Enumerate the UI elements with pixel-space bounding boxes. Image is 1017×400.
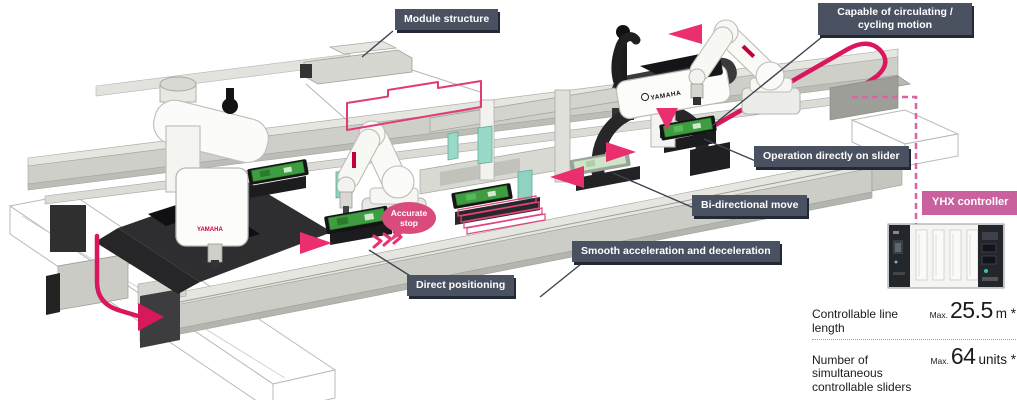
callout-operation-slider: Operation directly on slider [754,146,909,168]
callout-bidirectional: Bi-directional move [692,195,808,217]
callout-direct-positioning: Direct positioning [407,275,515,297]
spec-max-prefix: Max. [929,310,948,320]
leader-lines [361,30,823,298]
accurate-stop-badge: Accurate stop [382,202,436,243]
leader-smooth [539,263,582,298]
spec-row-line-length: Controllable line length Max. 25.5 m * [812,294,1016,339]
spec-number: 64 [950,342,976,369]
flow-arrow-right-left-track [300,232,332,254]
rail-end-block-back-left [50,205,86,252]
module-structure-highlight [346,80,482,131]
brand-logo-left: YAMAHA [197,227,223,233]
pcb-pallet-right [659,115,717,141]
leader-bidirectional [612,172,695,209]
pcb-pallet-back-left [247,159,309,185]
pcb-pallet-center [451,183,513,209]
flow-arrow-right-middle [606,142,636,162]
callout-module-structure: Module structure [395,9,499,31]
leader-circulating [711,36,823,127]
slider-highlight-stack [457,195,546,235]
circulation-path-right [709,41,888,130]
flow-arrow-down-pick [656,108,678,130]
spec-unit: m * [995,306,1016,321]
yhx-controller-image [887,223,1005,289]
floating-module [300,40,481,123]
leader-module-structure [361,30,394,58]
spec-number: 25.5 [949,297,993,323]
spec-unit: units * [978,351,1016,367]
flow-arrow-left-middle [550,166,584,188]
leader-direct-positioning [368,249,413,278]
controller-label: YHX controller [922,191,1017,215]
spec-name: Controllable line length [812,307,899,335]
spec-row-sliders: Number of simultaneous controllable slid… [812,338,1016,398]
controller-specs: Controllable line length Max. 25.5 m * N… [812,294,1016,400]
far-right-articulated-robot [688,19,801,115]
leader-operation-slider [703,138,759,163]
controller-dashed-link [852,95,918,224]
left-scara-robot: YAMAHA [152,76,269,268]
pcb-pallet-front-left [324,205,390,235]
flow-arrow-left-top [668,24,702,44]
circulation-arrowhead [138,303,164,331]
accurate-stop-line1: Accurate [391,208,428,218]
spec-value: Max. 64 units * [930,343,1016,370]
spec-max-prefix: Max. [930,355,949,366]
spec-name: Number of simultaneous controllable slid… [812,352,912,395]
accurate-stop-line2: stop [400,218,418,228]
circulation-path-left [94,233,141,319]
spec-value: Max. 25.5 m * [930,297,1016,324]
front-rail [139,155,873,343]
callout-smooth: Smooth acceleration and deceleration [572,241,780,263]
callout-circulating: Capable of circulating / cycling motion [818,3,972,36]
